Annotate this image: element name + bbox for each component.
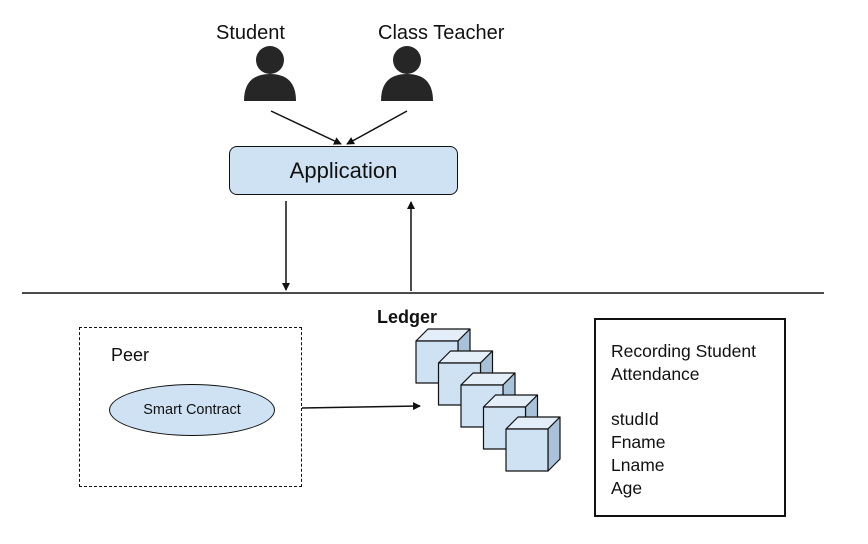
application-box: Application [229, 146, 458, 195]
class-teacher-label: Class Teacher [378, 22, 505, 44]
ledger-blocks [415, 328, 561, 472]
record-title-line: Attendance [611, 364, 700, 384]
contract-to-ledger-arrow [301, 402, 421, 411]
student-person-icon [244, 46, 296, 101]
student-to-application-arrow [270, 110, 342, 145]
smart-contract-label: Smart Contract [143, 402, 241, 418]
teacher-to-application-arrow [346, 110, 408, 145]
ledger-block-icon [505, 416, 561, 472]
peer-box [79, 327, 302, 487]
peer-label: Peer [111, 345, 150, 365]
application-label: Application [289, 157, 398, 183]
record-schema-box: Recording Student Attendance studId Fnam… [594, 318, 786, 517]
record-title-line: Recording Student [611, 341, 756, 361]
record-field: Lname [611, 455, 665, 475]
record-field: studId [611, 409, 659, 429]
student-label: Student [216, 22, 285, 44]
record-field: Fname [611, 432, 666, 452]
ledger-label: Ledger [377, 307, 438, 327]
smart-contract-ellipse: Smart Contract [109, 384, 275, 436]
class-teacher-person-icon [381, 46, 433, 101]
record-field: Age [611, 478, 643, 498]
